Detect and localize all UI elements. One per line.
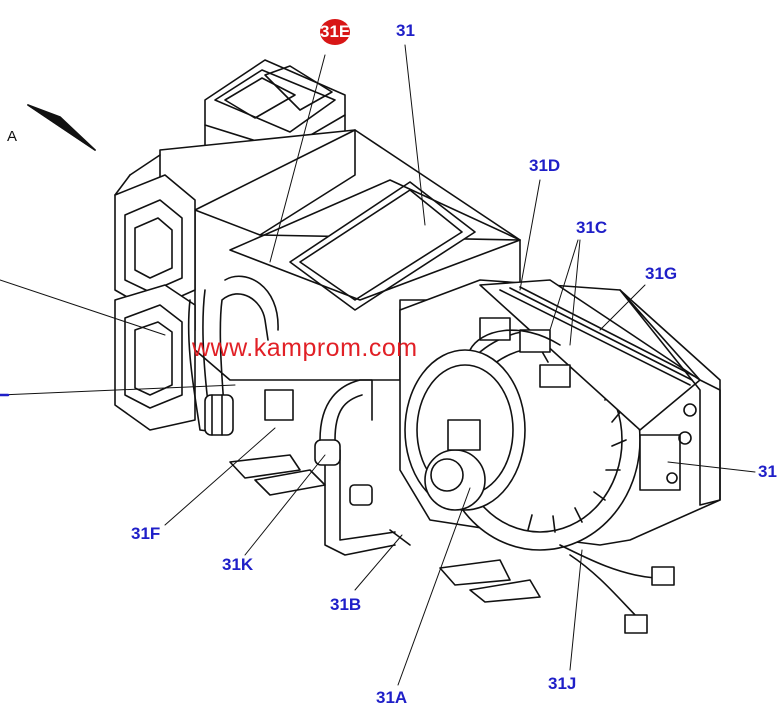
callout-31k: 31K <box>222 555 254 574</box>
view-label: A <box>7 128 18 145</box>
left-ducts <box>114 154 196 431</box>
leader-lines <box>0 44 756 686</box>
callout-31b: 31B <box>330 595 362 614</box>
callout-31-right: 31 <box>758 462 777 481</box>
callout-31: 31 <box>396 21 415 40</box>
center-piping <box>314 379 411 556</box>
callout-31g: 31G <box>645 264 678 283</box>
view-arrow-icon <box>27 104 96 151</box>
callout-31a: 31A <box>376 688 408 707</box>
heater-pipes <box>187 275 294 436</box>
top-duct <box>204 59 346 173</box>
callout-31d: 31D <box>529 156 561 175</box>
callout-31f: 31F <box>131 524 161 543</box>
callout-31c: 31C <box>576 218 608 237</box>
watermark: www.kamprom.com <box>192 334 418 362</box>
highlight-badge: 31E <box>320 19 350 45</box>
relay-connectors <box>469 317 571 388</box>
callout-31j: 31J <box>548 674 577 693</box>
wire-harness <box>559 544 675 634</box>
